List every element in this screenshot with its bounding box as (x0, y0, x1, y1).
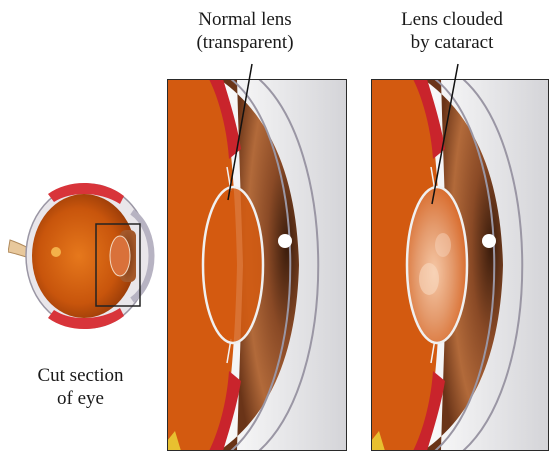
normal-lens-label-line2: (transparent) (180, 31, 310, 54)
eye-highlight (51, 247, 61, 257)
normal-lens-panel (167, 79, 347, 451)
lens-small (110, 236, 130, 276)
cataract-lens-label: Lens clouded by cataract (382, 8, 522, 54)
lens-clouded (407, 187, 467, 343)
cataract-lens-panel (371, 79, 549, 451)
cloud-patch-2 (435, 233, 451, 257)
pupil-highlight (278, 234, 292, 248)
cut-section-label: Cut section of eye (18, 364, 143, 410)
cloud-patch-1 (419, 263, 439, 295)
normal-lens-label: Normal lens (transparent) (180, 8, 310, 54)
cataract-lens-label-line1: Lens clouded (382, 8, 522, 31)
pupil-highlight-2 (482, 234, 496, 248)
lens-normal (203, 187, 263, 343)
cataract-lens-label-line2: by cataract (382, 31, 522, 54)
whole-eye-illustration (8, 168, 168, 358)
cut-section-label-line1: Cut section (18, 364, 143, 387)
normal-lens-label-line1: Normal lens (180, 8, 310, 31)
cut-section-label-line2: of eye (18, 387, 143, 410)
